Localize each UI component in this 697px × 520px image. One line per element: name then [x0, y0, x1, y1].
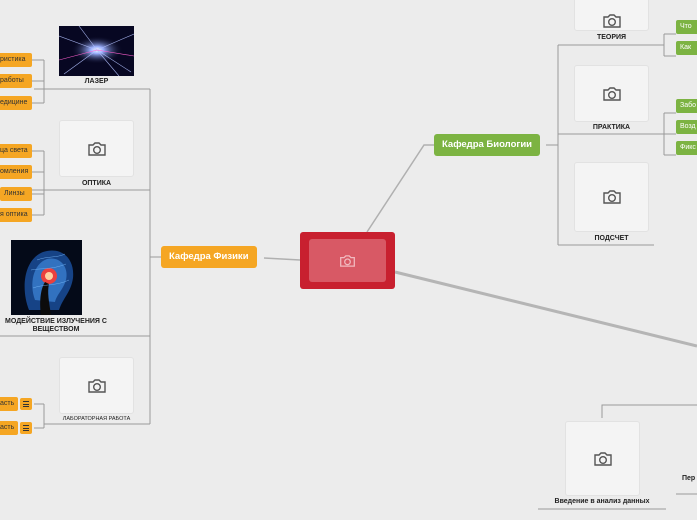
- data-analysis-partial-caption: Пер: [682, 475, 696, 482]
- camera-icon: [340, 254, 355, 267]
- optics-leaf-2[interactable]: омления: [0, 165, 32, 179]
- physics-department-node[interactable]: Кафедра Физики: [161, 246, 257, 268]
- lab-caption: ЛАБОРАТОРНАЯ РАБОТА: [62, 416, 131, 422]
- camera-icon: [602, 13, 621, 28]
- practice-leaf-3[interactable]: Фикс: [676, 141, 697, 155]
- theory-leaf-1[interactable]: Что: [676, 20, 697, 34]
- optics-caption: ОПТИКА: [81, 180, 112, 187]
- count-image-placeholder: [574, 162, 649, 232]
- laser-leaf-3[interactable]: едицине: [0, 96, 32, 110]
- notes-icon[interactable]: [20, 398, 32, 410]
- practice-image-placeholder: [574, 65, 649, 122]
- laser-leaf-1[interactable]: ристика: [0, 53, 32, 67]
- theory-caption: ТЕОРИЯ: [596, 34, 627, 41]
- practice-caption: ПРАКТИКА: [592, 124, 631, 131]
- data-analysis-image-placeholder: [565, 421, 640, 496]
- practice-leaf-1[interactable]: Забо: [676, 99, 697, 113]
- notes-icon[interactable]: [20, 422, 32, 434]
- data-analysis-caption: Введение в анализ данных: [554, 498, 650, 505]
- theory-leaf-2[interactable]: Как: [676, 41, 697, 55]
- camera-icon: [602, 86, 621, 101]
- count-caption: ПОДСЧЕТ: [594, 235, 629, 242]
- optics-leaf-4[interactable]: я оптика: [0, 208, 32, 222]
- central-topic[interactable]: [300, 232, 395, 289]
- camera-icon: [87, 378, 106, 393]
- radiation-interaction-image: [11, 240, 82, 315]
- biology-department-node[interactable]: Кафедра Биологии: [434, 134, 541, 156]
- lab-leaf-1[interactable]: асть: [0, 397, 18, 411]
- optics-image-placeholder: [59, 120, 134, 177]
- interaction-caption: МОДЕЙСТВИЕ ИЗЛУЧЕНИЯ С ВЕЩЕСТВОМ: [5, 318, 107, 333]
- optics-leaf-1[interactable]: ца света: [0, 144, 32, 158]
- laser-caption: ЛАЗЕР: [84, 78, 109, 85]
- laser-leaf-2[interactable]: работы: [0, 74, 32, 88]
- camera-icon: [602, 190, 621, 204]
- practice-leaf-2[interactable]: Возд: [676, 120, 697, 134]
- camera-icon: [593, 451, 612, 466]
- lab-image-placeholder: [59, 357, 134, 414]
- central-image-placeholder: [309, 239, 386, 282]
- lab-leaf-2[interactable]: асть: [0, 421, 18, 435]
- camera-icon: [87, 141, 106, 156]
- laser-image: [59, 26, 134, 76]
- optics-leaf-3[interactable]: Линзы: [0, 187, 32, 201]
- theory-image-placeholder: [574, 0, 649, 31]
